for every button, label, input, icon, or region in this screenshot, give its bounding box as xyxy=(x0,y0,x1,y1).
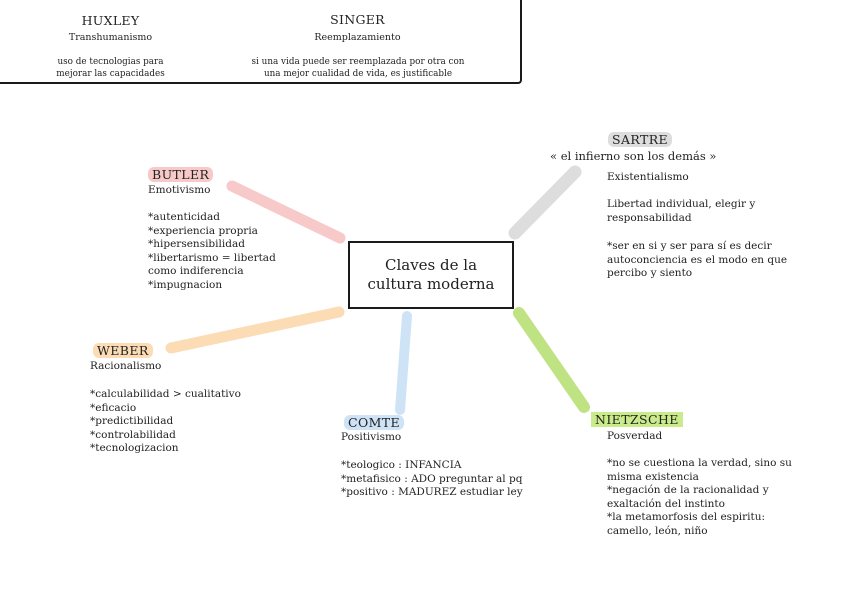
huxley-desc-line1: uso de tecnologias para xyxy=(57,57,164,67)
butler-subtitle: Emotivismo xyxy=(148,184,211,196)
singer-desc-line2: una mejor cualidad de vida, es justifica… xyxy=(263,69,453,79)
comte-body: *teologico : INFANCIA *metafisico : ADO … xyxy=(341,459,523,498)
sartre-body-being: *ser en si y ser para sí es decir autoco… xyxy=(607,240,788,279)
central-topic-line1: Claves de la xyxy=(384,256,478,274)
sartre-body-freedom: Libertad individual, elegir y responsabi… xyxy=(607,198,756,224)
huxley-desc-line2: mejorar las capacidades xyxy=(56,69,165,79)
butler-name: BUTLER xyxy=(148,167,214,182)
nietzsche-body: *no se cuestiona la verdad, sino su mism… xyxy=(607,457,792,537)
sartre-subtitle: Existentialismo xyxy=(607,171,689,183)
connector-nietzsche xyxy=(513,307,590,413)
singer-desc-line1: si una vida puede ser reemplazada por ot… xyxy=(251,57,465,67)
connector-weber xyxy=(165,306,345,354)
comte-name: COMTE xyxy=(344,415,405,430)
central-topic-box: Claves de la cultura moderna xyxy=(348,241,514,309)
weber-body: *calculabilidad > cualitativo *eficacio … xyxy=(90,388,241,454)
nietzsche-name: NIETZSCHE xyxy=(591,412,683,427)
sartre-quote: « el infierno son los demás » xyxy=(550,149,717,163)
connector-butler xyxy=(226,180,346,244)
sartre-name: SARTRE xyxy=(608,132,673,147)
central-topic-line2: cultura moderna xyxy=(367,275,495,293)
weber-name: WEBER xyxy=(93,343,153,358)
nietzsche-subtitle: Posverdad xyxy=(607,430,663,442)
comte-subtitle: Positivismo xyxy=(341,431,402,443)
top-summary-box xyxy=(0,0,522,84)
huxley-subtitle: Transhumanismo xyxy=(68,32,153,43)
butler-body: *autenticidad *experiencia propria *hipe… xyxy=(148,211,276,291)
connector-comte xyxy=(395,311,412,415)
connector-sartre xyxy=(508,165,582,240)
huxley-name: HUXLEY xyxy=(81,13,140,28)
weber-subtitle: Racionalismo xyxy=(90,360,162,372)
singer-subtitle: Reemplazamiento xyxy=(314,32,401,43)
singer-name: SINGER xyxy=(330,12,385,27)
